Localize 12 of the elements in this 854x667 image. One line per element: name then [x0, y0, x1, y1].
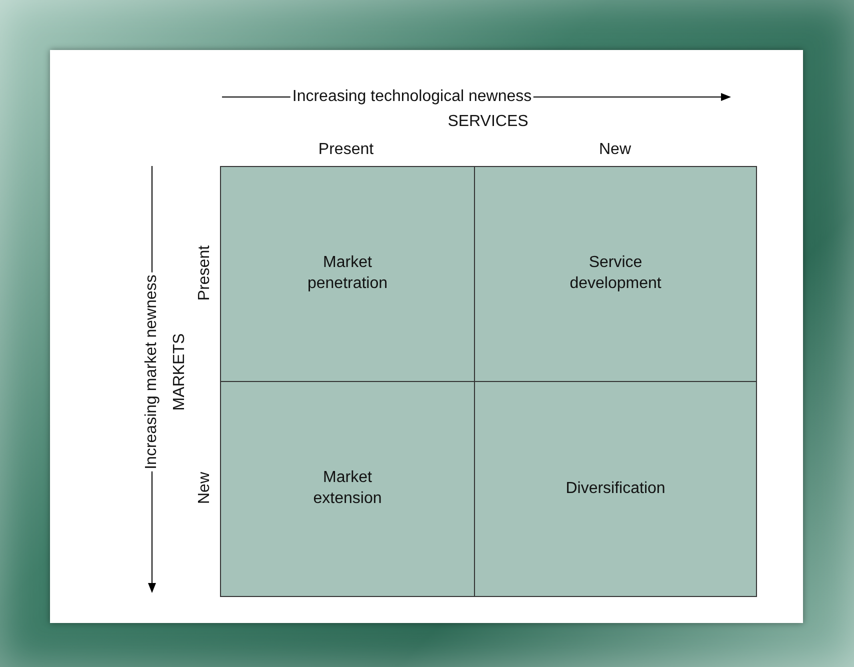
matrix-cell: Market penetration: [220, 166, 475, 382]
heading-label: MARKETS: [172, 332, 188, 413]
heading-label: New: [598, 142, 632, 158]
heading-label: Present: [197, 244, 213, 303]
matrix-cell: Service development: [474, 166, 757, 382]
matrix-cell: Diversification: [474, 381, 757, 597]
heading-label: Present: [317, 142, 375, 158]
axis-label: Increasing technological newness: [290, 89, 534, 105]
matrix-cell: Market extension: [220, 381, 475, 597]
axis-label: Increasing market newness: [144, 272, 160, 472]
heading-label: SERVICES: [446, 114, 530, 130]
heading-label: New: [197, 471, 213, 506]
